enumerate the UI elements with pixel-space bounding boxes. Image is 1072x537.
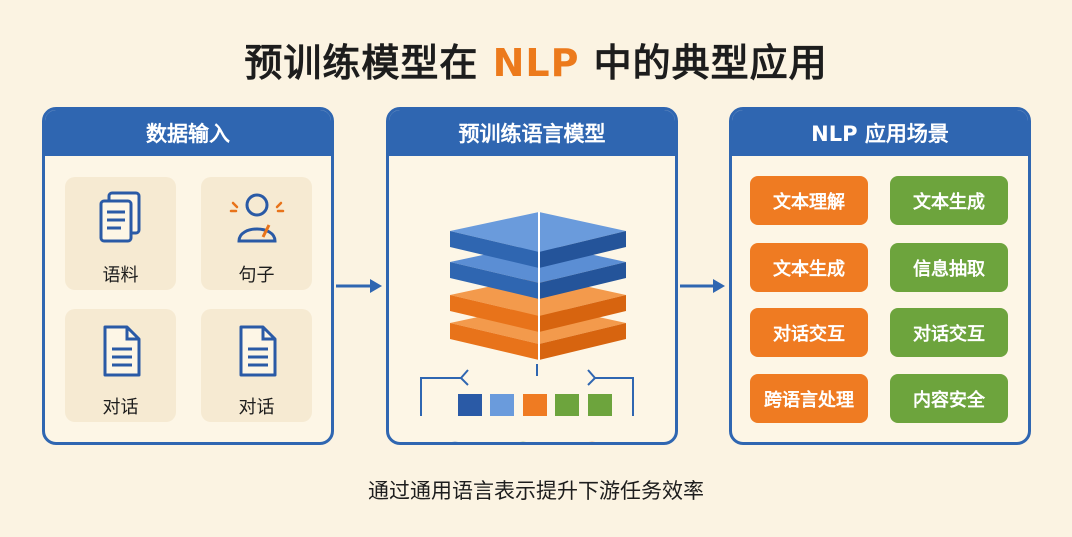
title-prefix: 预训练模型在 — [244, 41, 493, 85]
page-title: 预训练模型在 NLP 中的典型应用 — [0, 32, 1072, 87]
footer-caption: 通过通用语言表示提升下游任务效率 — [368, 479, 704, 503]
tile-label: 对话 — [102, 397, 139, 418]
tile-label: 语料 — [102, 265, 139, 286]
app-chip-text-understanding: 文本理解 — [750, 176, 868, 225]
tile-label: 句子 — [238, 265, 275, 286]
app-chip-dialogue: 对话交互 — [750, 308, 868, 357]
token-block — [588, 394, 612, 416]
app-chip-information-extraction: 信息抽取 — [890, 243, 1008, 292]
data-input-header: 数据输入 — [45, 110, 331, 156]
tile-corpus: 语料 — [65, 177, 176, 290]
flow-arrow-right — [336, 279, 382, 293]
title-accent: NLP — [492, 41, 580, 85]
app-chip-text-generation: 文本生成 — [750, 243, 868, 292]
tile-label: 对话 — [238, 397, 275, 418]
token-block — [490, 394, 514, 416]
document-icon — [239, 325, 276, 377]
app-chip-dialogue: 对话交互 — [890, 308, 1008, 357]
token-block — [458, 394, 482, 416]
documents-icon — [99, 191, 140, 243]
language-model-header: 预训练语言模型 — [389, 110, 675, 156]
app-chip-content-safety: 内容安全 — [890, 374, 1008, 423]
app-chip-text-generation: 文本生成 — [890, 176, 1008, 225]
title-suffix: 中的典型应用 — [579, 41, 828, 85]
flow-arrow-right — [680, 279, 725, 293]
token-block — [523, 394, 547, 416]
tile-dialogue: 对话 — [65, 309, 176, 422]
app-chip-cross-lingual: 跨语言处理 — [750, 374, 868, 423]
nlp-applications-panel: NLP 应用场景 文本理解 文本生成 对话交互 跨语言处理 文本生成 信息抽取 … — [729, 107, 1031, 445]
nlp-applications-header: NLP 应用场景 — [732, 110, 1028, 156]
person-speaking-icon — [229, 193, 284, 243]
language-model-panel: 预训练语言模型 — [386, 107, 678, 445]
data-input-panel: 数据输入 语料 句子 对话 — [42, 107, 334, 445]
blue-layer — [450, 212, 626, 268]
connector-lines — [420, 364, 634, 416]
token-block — [555, 394, 579, 416]
model-layers-illustration — [420, 212, 634, 442]
document-icon — [103, 325, 140, 377]
tile-dialogue: 对话 — [201, 309, 312, 422]
tile-sentence: 句子 — [201, 177, 312, 290]
